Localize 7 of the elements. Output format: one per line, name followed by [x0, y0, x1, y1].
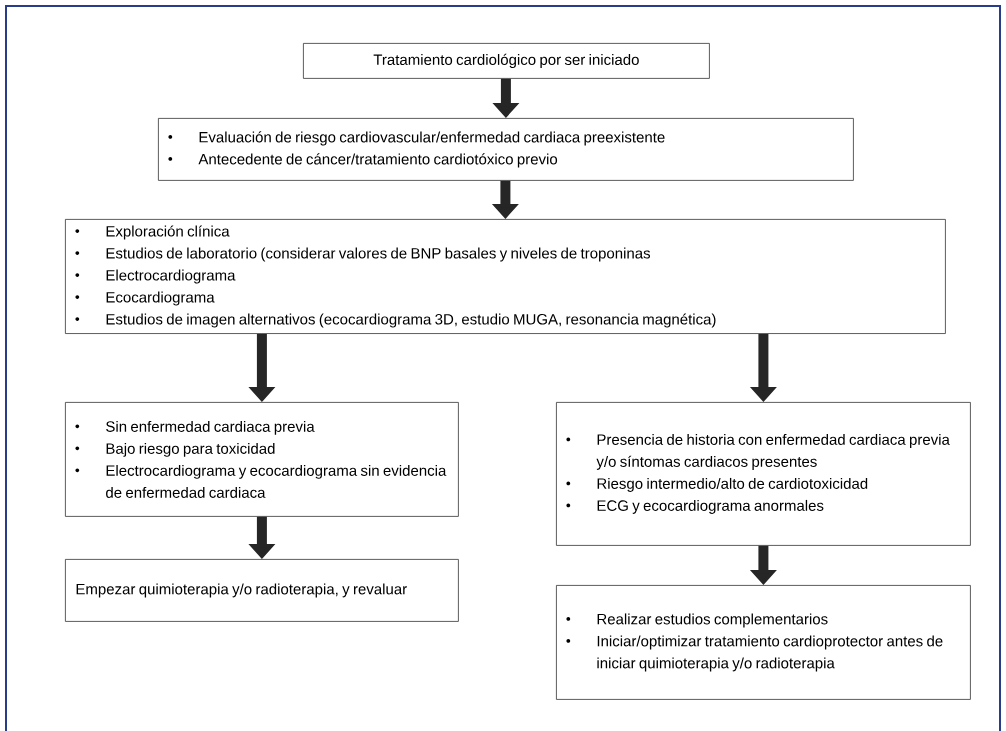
bullet-list-box: Exploración clínica Estudios de laboratorio (considerar valores de BNP basales y niveles de troponinas Electrocardiograma Ecocardiograma Estudios de imagen alternativos (ecocardiograma 3D, estudio MUGA, resonancia magnética) [65, 219, 946, 334]
bullet-list-box: Realizar estudios complementarios Iniciar/optimizar tratamiento cardioprotector antes de iniciar quimioterapia y/o radioterapia [556, 585, 971, 700]
bullet-list-box: Evaluación de riesgo cardiovascular/enfermedad cardiaca preexistente Antecedente de cáncer/tratamiento cardiotóxico previo [158, 118, 854, 181]
bullet-list-box: Sin enfermedad cardiaca previa Bajo riesgo para toxicidad Electrocardiograma y ecocardiograma sin evidencia de enfermedad cardiaca [65, 402, 459, 517]
process-box: Empezar quimioterapia y/o radioterapia, y revaluar [65, 559, 459, 622]
bullet-list-box: Presencia de historia con enfermedad cardiaca previa y/o síntomas cardiacos presentes Riesgo intermedio/alto de cardiotoxicidad ECG y ecocardiograma anormales [556, 402, 971, 546]
process-box: Tratamiento cardiológico por ser iniciado [303, 43, 710, 79]
